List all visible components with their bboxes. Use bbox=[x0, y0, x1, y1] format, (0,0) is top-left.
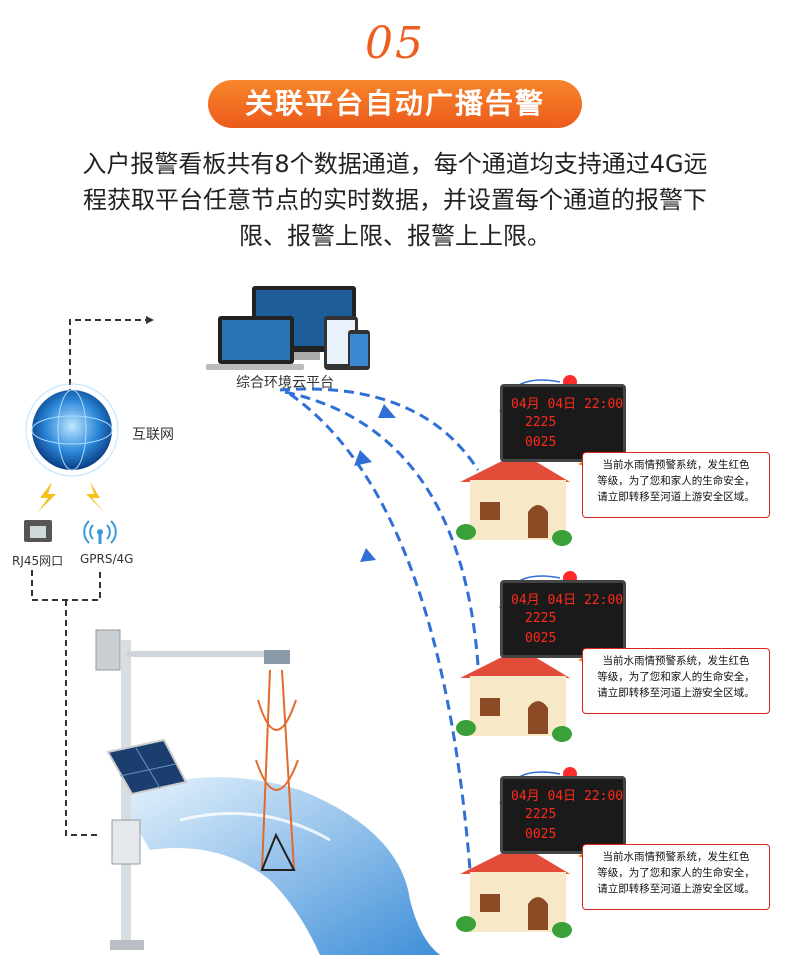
alarm-house: 04月 04日 22:00 2225 0025 当前水雨情预警系统，发生红色 等… bbox=[450, 372, 780, 562]
board-row: 04月 04日 22:00 bbox=[511, 397, 624, 412]
warning-line: 等级，为了您和家人的生命安全， bbox=[597, 671, 755, 683]
description: 入户报警看板共有8个数据通道，每个通道均支持通过4G远 程获取平台任意节点的实时… bbox=[40, 146, 750, 254]
river bbox=[120, 777, 440, 955]
gprs-signal-icon bbox=[83, 520, 117, 544]
link-line bbox=[31, 570, 101, 601]
warning-line: 请立即转移至河道上游安全区域。 bbox=[597, 687, 755, 699]
lightning-icon bbox=[86, 482, 104, 512]
monitoring-pole bbox=[95, 629, 290, 950]
section-title: 关联平台自动广播告警 bbox=[208, 80, 582, 128]
rj45-label: RJ45网口 bbox=[12, 554, 64, 568]
warning-line: 请立即转移至河道上游安全区域。 bbox=[597, 883, 755, 895]
house-icon bbox=[456, 571, 596, 742]
computers-icon bbox=[206, 286, 370, 370]
board-row: 0025 bbox=[525, 631, 557, 646]
gprs-label: GPRS/4G bbox=[80, 552, 134, 566]
rj45-port-icon bbox=[24, 520, 52, 542]
board-row: 2225 bbox=[525, 415, 557, 430]
link-line bbox=[65, 600, 100, 836]
alarm-house: 04月 04日 22:00 2225 0025 当前水雨情预警系统，发生红色 等… bbox=[450, 764, 780, 954]
alarm-board: 04月 04日 22:00 2225 0025 bbox=[500, 580, 626, 658]
description-line: 入户报警看板共有8个数据通道，每个通道均支持通过4G远 bbox=[82, 150, 708, 178]
board-row: 04月 04日 22:00 bbox=[511, 789, 624, 804]
warning-line: 等级，为了您和家人的生命安全， bbox=[597, 475, 755, 487]
cloud-platform-label: 综合环境云平台 bbox=[236, 375, 334, 391]
warning-line: 等级，为了您和家人的生命安全， bbox=[597, 867, 755, 879]
warning-bubble: 当前水雨情预警系统，发生红色 等级，为了您和家人的生命安全， 请立即转移至河道上… bbox=[582, 648, 770, 714]
link-line bbox=[69, 319, 150, 405]
globe-icon bbox=[25, 383, 119, 477]
board-row: 04月 04日 22:00 bbox=[511, 593, 624, 608]
alarm-house: 04月 04日 22:00 2225 0025 当前水雨情预警系统，发生红色 等… bbox=[450, 568, 780, 758]
radar-beam bbox=[255, 669, 299, 871]
warning-bubble: 当前水雨情预警系统，发生红色 等级，为了您和家人的生命安全， 请立即转移至河道上… bbox=[582, 844, 770, 910]
solar-panel-icon bbox=[106, 738, 188, 796]
board-row: 0025 bbox=[525, 435, 557, 450]
warning-line: 当前水雨情预警系统，发生红色 bbox=[602, 851, 750, 863]
alarm-board: 04月 04日 22:00 2225 0025 bbox=[500, 776, 626, 854]
board-row: 2225 bbox=[525, 611, 557, 626]
board-row: 0025 bbox=[525, 827, 557, 842]
broadcast-link bbox=[279, 387, 480, 471]
broadcast-link bbox=[284, 390, 480, 666]
broadcast-link bbox=[289, 392, 472, 871]
section-number: 05 bbox=[365, 18, 425, 69]
warning-line: 当前水雨情预警系统，发生红色 bbox=[602, 459, 750, 471]
warning-line: 请立即转移至河道上游安全区域。 bbox=[597, 491, 755, 503]
description-line: 程获取平台任意节点的实时数据，并设置每个通道的报警下 bbox=[83, 186, 707, 214]
lightning-icon bbox=[38, 482, 56, 512]
internet-label: 互联网 bbox=[132, 427, 174, 443]
warning-line: 当前水雨情预警系统，发生红色 bbox=[602, 655, 750, 667]
description-line: 限、报警上限、报警上上限。 bbox=[239, 222, 551, 250]
alarm-board: 04月 04日 22:00 2225 0025 bbox=[500, 384, 626, 462]
warning-bubble: 当前水雨情预警系统，发生红色 等级，为了您和家人的生命安全， 请立即转移至河道上… bbox=[582, 452, 770, 518]
board-row: 2225 bbox=[525, 807, 557, 822]
